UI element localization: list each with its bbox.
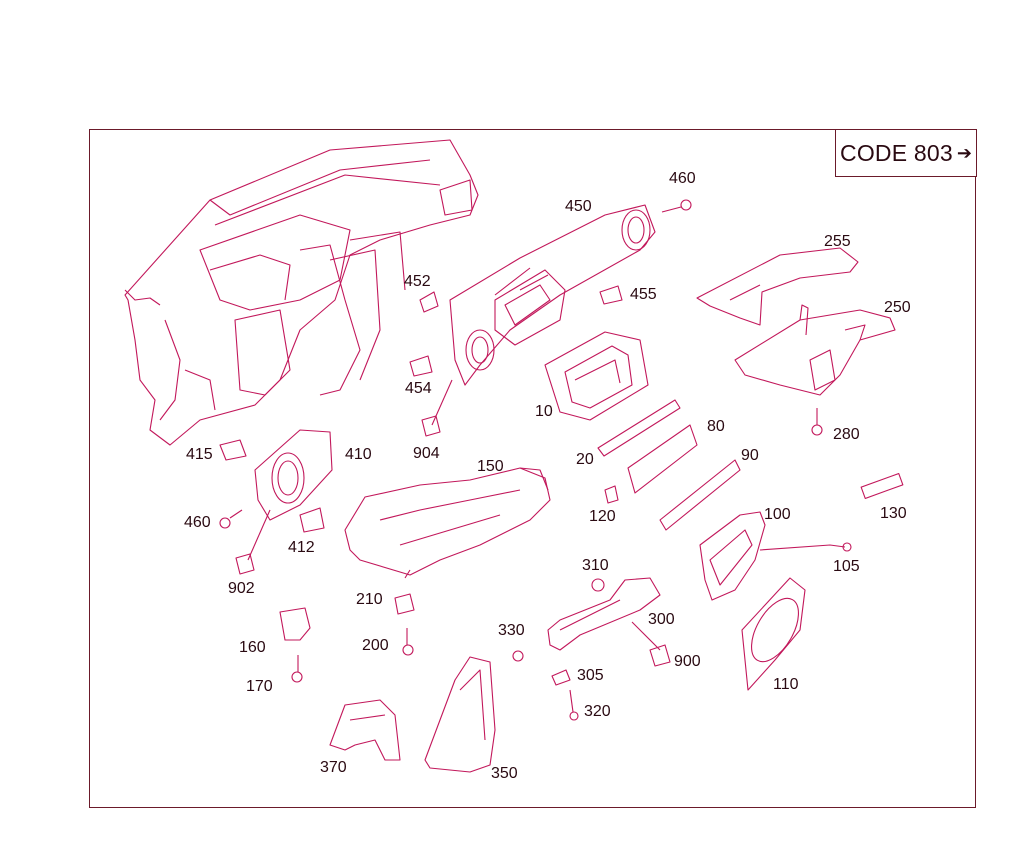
screw-200 <box>402 628 414 656</box>
code-label: CODE 803 <box>840 139 953 166</box>
clip-904 <box>421 415 441 437</box>
part-label-250: 250 <box>884 299 911 316</box>
dashboard-carcass <box>124 139 479 446</box>
part-label-310: 310 <box>582 557 609 574</box>
part-label-100: 100 <box>764 506 791 523</box>
part-label-412: 412 <box>288 539 315 556</box>
badge-130 <box>860 472 904 500</box>
diagram-frame <box>89 129 976 808</box>
clip-902 <box>235 553 255 575</box>
part-label-904: 904 <box>413 445 440 462</box>
screw-280 <box>811 408 823 436</box>
screw-460-top <box>661 199 692 213</box>
part-label-130: 130 <box>880 505 907 522</box>
strip-20 <box>597 399 681 457</box>
clip-412 <box>299 507 325 533</box>
part-label-280: 280 <box>833 426 860 443</box>
film-90 <box>659 459 741 531</box>
clip-454 <box>409 355 433 377</box>
part-label-450: 450 <box>565 198 592 215</box>
part-label-370: 370 <box>320 759 347 776</box>
screw-320 <box>569 689 579 721</box>
bracket-370 <box>329 699 401 761</box>
part-label-410: 410 <box>345 446 372 463</box>
clip-452 <box>419 291 439 313</box>
housing-250 <box>734 304 896 396</box>
screw-330 <box>512 650 524 662</box>
screw-460-left <box>219 509 243 529</box>
trim-panel-450 <box>449 204 656 386</box>
clip-415 <box>219 439 247 461</box>
part-label-452: 452 <box>404 273 431 290</box>
part-label-105: 105 <box>833 558 860 575</box>
part-label-300: 300 <box>648 611 675 628</box>
part-label-454: 454 <box>405 380 432 397</box>
clip-305 <box>551 669 571 686</box>
part-label-90: 90 <box>741 447 759 464</box>
part-label-330: 330 <box>498 622 525 639</box>
part-label-350: 350 <box>491 765 518 782</box>
bracket-350 <box>424 656 496 773</box>
console-150 <box>344 467 551 579</box>
part-label-415: 415 <box>186 446 213 463</box>
part-label-255: 255 <box>824 233 851 250</box>
part-label-170: 170 <box>246 678 273 695</box>
clip-455 <box>599 285 623 305</box>
part-label-900: 900 <box>674 653 701 670</box>
cover-110 <box>741 577 806 691</box>
part-label-120: 120 <box>589 508 616 525</box>
part-label-10: 10 <box>535 403 553 420</box>
part-label-320: 320 <box>584 703 611 720</box>
part-label-20: 20 <box>576 451 594 468</box>
clip-160 <box>279 607 311 641</box>
clip-120 <box>604 485 619 504</box>
part-label-460-left: 460 <box>184 514 211 531</box>
bracket-255 <box>696 247 859 326</box>
bracket-300 <box>547 577 661 651</box>
part-label-455: 455 <box>630 286 657 303</box>
part-label-210: 210 <box>356 591 383 608</box>
bezel-80 <box>627 424 698 494</box>
part-label-305: 305 <box>577 667 604 684</box>
part-label-110: 110 <box>773 676 799 693</box>
part-label-200: 200 <box>362 637 389 654</box>
part-label-902: 902 <box>228 580 255 597</box>
display-10 <box>544 331 649 421</box>
right-arrow-icon: ➔ <box>956 142 972 163</box>
frame-100 <box>699 511 766 601</box>
part-label-150: 150 <box>477 458 504 475</box>
clip-900 <box>649 644 671 667</box>
nut-310 <box>591 578 605 592</box>
part-label-80: 80 <box>707 418 725 435</box>
screw-105 <box>759 542 852 552</box>
screw-170 <box>291 655 303 683</box>
vent-panel-410 <box>254 429 333 521</box>
clip-210 <box>394 593 415 615</box>
part-label-460: 460 <box>669 170 696 187</box>
code-803-box: CODE 803 ➔ <box>835 129 977 177</box>
part-label-160: 160 <box>239 639 266 656</box>
